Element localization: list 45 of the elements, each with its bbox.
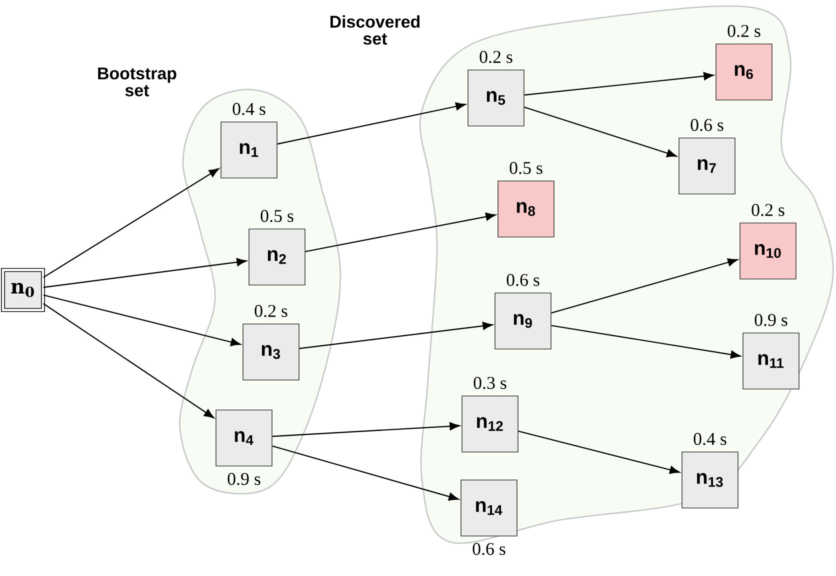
process-box: n$_{14}$ xyxy=(460,480,518,536)
time-label: 0.5 s xyxy=(510,162,542,174)
arrow xyxy=(524,72,714,96)
arrow xyxy=(272,422,460,437)
time-label: 0.2 s xyxy=(254,304,288,318)
process-box: n$_{1}$ xyxy=(220,122,278,178)
node-label: Discovered set xyxy=(330,15,420,45)
arrow xyxy=(518,430,680,474)
process-box: n$_{8}$ xyxy=(498,180,554,238)
arrow xyxy=(551,258,738,314)
process-box: n$_{6}$ xyxy=(716,44,772,100)
arrow xyxy=(272,446,459,501)
arrow xyxy=(277,102,466,145)
time-label: 0.3 s xyxy=(474,376,506,390)
process-box: n$_{5}$ xyxy=(468,70,524,126)
process-box: n$_{10}$ xyxy=(740,222,796,280)
arrow xyxy=(43,258,247,288)
time-label: 0.9 s xyxy=(754,314,788,326)
arrow xyxy=(43,168,220,278)
time-label: 0.4 s xyxy=(232,102,266,116)
process-box: n$_{9}$ xyxy=(494,292,552,350)
arrow xyxy=(551,324,741,359)
process-box: n$_{3}$ xyxy=(242,324,300,380)
arrow xyxy=(43,294,241,346)
arrow xyxy=(305,212,496,252)
process-box: n$_{2}$ xyxy=(248,228,306,286)
time-label: 0.2 s xyxy=(752,204,784,216)
time-label: 0.4 s xyxy=(694,432,726,446)
arrow xyxy=(524,106,677,158)
time-label: 0.5 s xyxy=(260,210,294,222)
time-label: 0.6 s xyxy=(472,542,506,556)
time-label: 0.6 s xyxy=(690,118,724,132)
process-box: n$_{13}$ xyxy=(682,452,738,508)
arrow xyxy=(299,322,493,350)
node-label: Bootstrap set xyxy=(98,68,176,96)
time-label: 0.9 s xyxy=(228,472,260,486)
process-box: n$_{11}$ xyxy=(742,332,800,390)
time-label: 0.2 s xyxy=(480,50,512,64)
process-box: n$_{7}$ xyxy=(678,138,736,194)
arrow xyxy=(43,303,214,418)
process-box: n$_{12}$ xyxy=(462,396,518,452)
start-box: n$_{0}$ xyxy=(1,268,45,312)
time-label: 0.6 s xyxy=(506,274,540,286)
process-box: n$_{4}$ xyxy=(216,410,272,466)
time-label: 0.2 s xyxy=(728,24,760,38)
